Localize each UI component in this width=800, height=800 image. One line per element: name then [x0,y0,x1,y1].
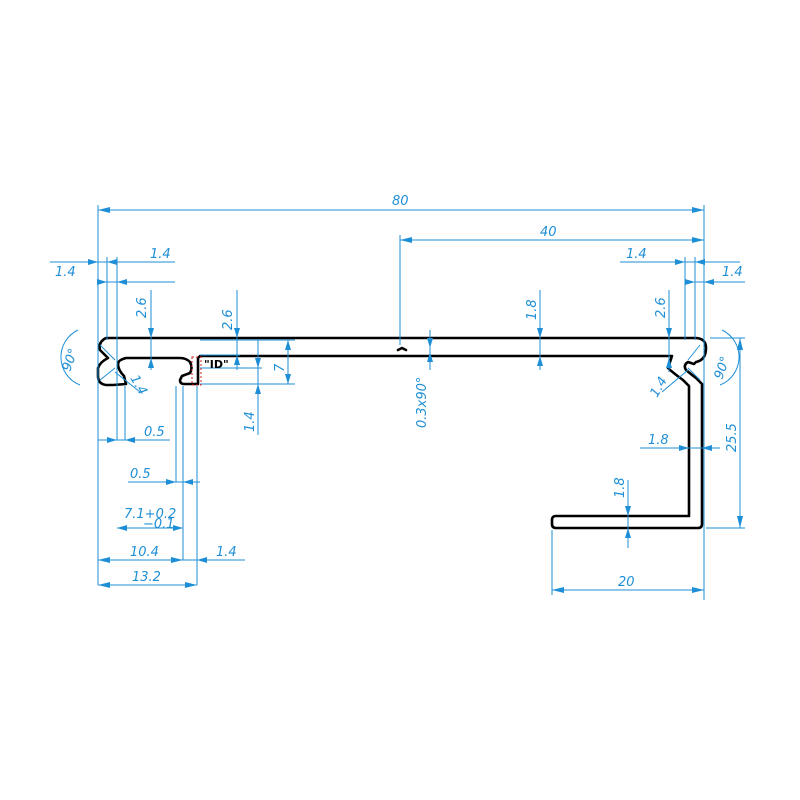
dim-angle-right: 90° [712,355,734,382]
dim-depth-right-groove: 2.6 [654,297,669,318]
dimension-texts: 80 40 1.4 1.4 1.4 1.4 2.6 2.6 1.8 2.6 90… [55,194,743,590]
top-groove [396,346,408,352]
extension-lines [97,205,745,600]
dim-lip-left-inner: 1.4 [150,247,171,262]
dim-lip-right-outer: 1.4 [722,265,743,280]
dim-depth-channel: 2.6 [221,309,236,330]
dim-leg-height: 25.5 [725,423,740,452]
dim-channel-height: 7 [273,363,288,372]
dim-width-132: 13.2 [132,570,161,585]
dim-chamfer-left: 1.4 [127,373,150,398]
dim-groove: 0.3x90° [415,377,430,428]
dim-tol-low: −0.1 [143,517,175,532]
profile-outline [96,336,708,530]
dim-width-104: 10.4 [130,545,159,560]
dimension-lines [50,207,745,593]
dim-width-14: 1.4 [216,545,237,560]
dim-lip-left-outer: 1.4 [55,265,76,280]
dim-slot-depth: 1.4 [243,411,258,432]
dim-foot-thickness: 1.8 [613,477,628,498]
dim-thickness-top: 1.8 [525,299,540,320]
dim-tol-main: 7.1+0.2 [124,507,176,522]
dim-lip-right-inner: 1.4 [626,247,647,262]
dim-gap-b: 0.5 [130,467,151,482]
detail-label: "ID" [204,358,229,371]
dim-gap-a: 0.5 [144,425,165,440]
dim-right-half: 40 [540,225,557,240]
detail-box [191,356,202,386]
dim-angle-left: 90° [60,347,82,374]
dim-foot-width: 20 [618,575,635,590]
dim-chamfer-right: 1.4 [647,375,670,400]
dim-depth-left-groove: 2.6 [135,297,150,318]
dim-overall-width: 80 [392,194,409,209]
dim-leg-thickness: 1.8 [648,433,669,448]
